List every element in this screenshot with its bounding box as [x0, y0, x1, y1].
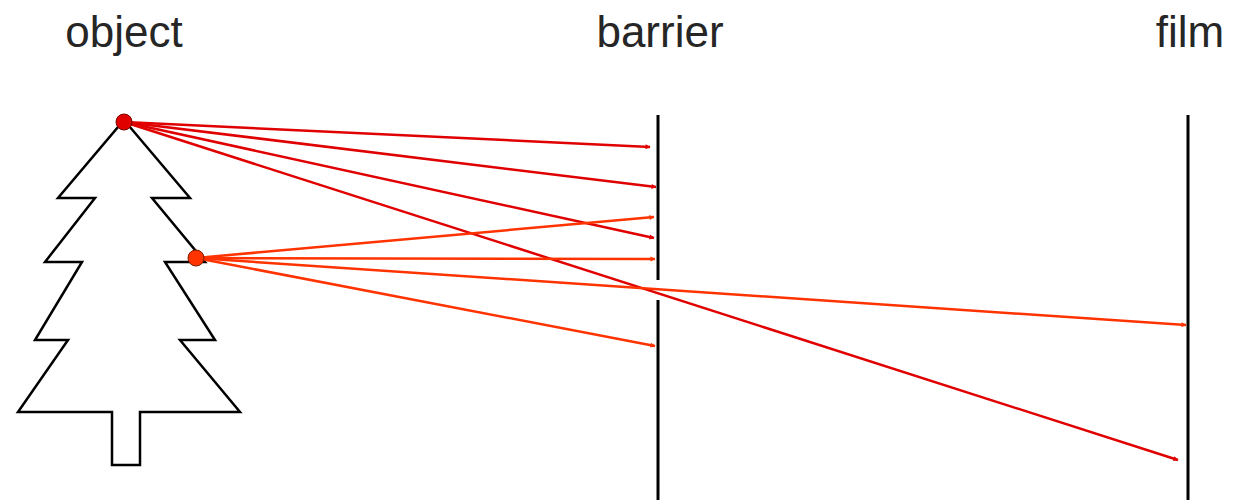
- light-ray: [196, 258, 1186, 325]
- barrier-wall: [657, 300, 660, 500]
- light-ray: [196, 258, 655, 346]
- light-ray: [124, 122, 650, 147]
- object-label: object: [65, 10, 182, 54]
- film-label: film: [1156, 10, 1224, 54]
- film-plane: [1187, 115, 1190, 500]
- barrier-label: barrier: [596, 10, 723, 54]
- object-point: [188, 250, 204, 266]
- light-ray: [124, 122, 654, 238]
- light-rays-middle: [196, 217, 1186, 346]
- light-rays-top: [124, 122, 1178, 460]
- object-point: [116, 114, 132, 130]
- light-ray: [124, 122, 656, 187]
- light-ray: [196, 258, 655, 259]
- barrier-wall: [657, 115, 660, 280]
- tree-object: [18, 120, 240, 465]
- light-ray: [196, 217, 654, 258]
- light-ray: [124, 122, 1178, 460]
